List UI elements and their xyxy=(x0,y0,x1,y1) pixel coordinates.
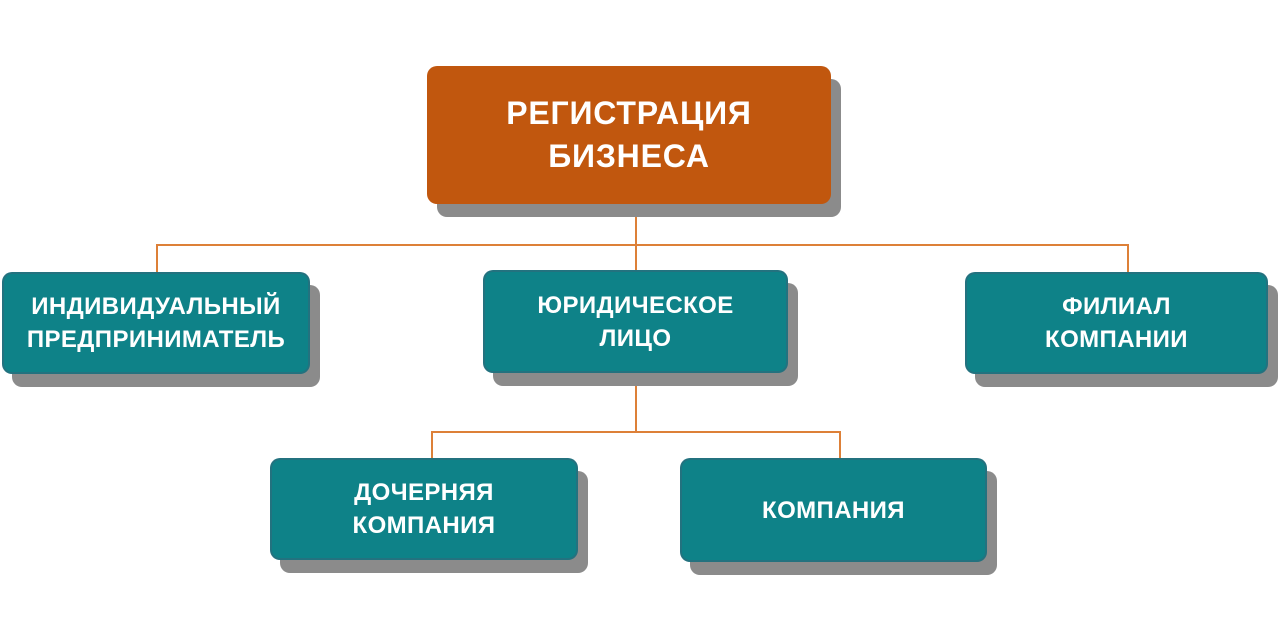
node-label-line: ЛИЦО xyxy=(599,324,672,352)
node-label-line: ЮРИДИЧЕСКОЕ xyxy=(537,291,734,319)
connector-level2-horizontal xyxy=(431,431,841,433)
node-business-registration: РЕГИСТРАЦИЯ БИЗНЕСА xyxy=(427,66,831,204)
node-label-line: РЕГИСТРАЦИЯ xyxy=(506,95,752,131)
connector-drop-branch xyxy=(1127,244,1129,274)
node-company: КОМПАНИЯ xyxy=(680,458,987,562)
connector-root-vertical xyxy=(635,203,637,246)
connector-level1-horizontal xyxy=(156,244,1129,246)
node-label-line: БИЗНЕСА xyxy=(548,138,710,174)
node-label-line: КОМПАНИЯ xyxy=(762,496,905,524)
node-label-line: ПРЕДПРИНИМАТЕЛЬ xyxy=(26,326,286,353)
connector-drop-company xyxy=(839,431,841,460)
node-individual-entrepreneur: ИНДИВИДУАЛЬНЫЙ ПРЕДПРИНИМАТЕЛЬ xyxy=(2,272,310,374)
node-subsidiary-company: ДОЧЕРНЯЯ КОМПАНИЯ xyxy=(270,458,578,560)
node-label-line: ИНДИВИДУАЛЬНЫЙ xyxy=(31,293,281,320)
connector-drop-individual xyxy=(156,244,158,274)
connector-drop-legal xyxy=(635,244,637,272)
connector-drop-subsidiary xyxy=(431,431,433,460)
node-label-line: КОМПАНИИ xyxy=(1045,326,1188,353)
node-label-line: КОМПАНИЯ xyxy=(352,512,496,539)
node-label-line: ДОЧЕРНЯЯ xyxy=(354,479,494,506)
node-legal-entity: ЮРИДИЧЕСКОЕ ЛИЦО xyxy=(483,270,788,373)
node-label-line: ФИЛИАЛ xyxy=(1062,293,1171,320)
node-company-branch: ФИЛИАЛ КОМПАНИИ xyxy=(965,272,1268,374)
connector-legal-vertical xyxy=(635,373,637,433)
